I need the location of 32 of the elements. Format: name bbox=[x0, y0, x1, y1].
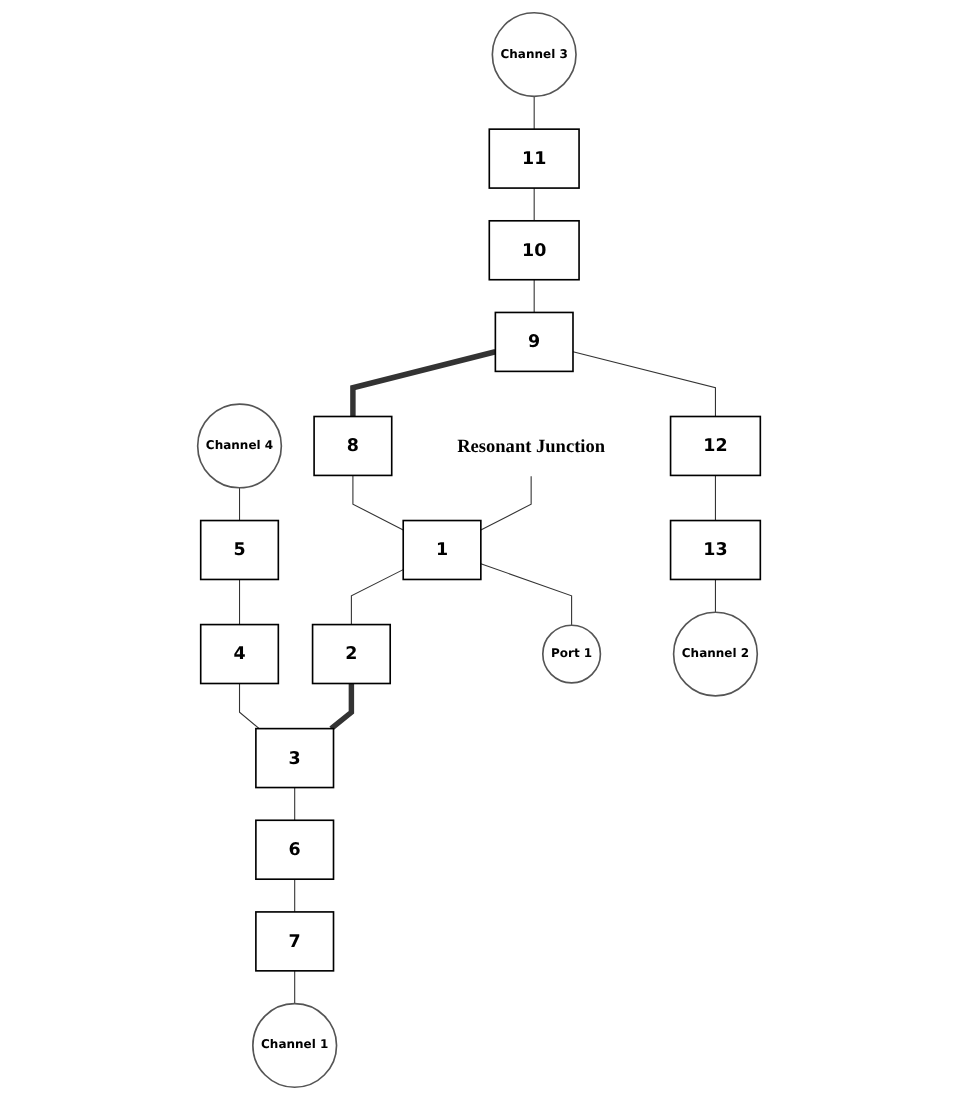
node-box: 13 bbox=[669, 519, 762, 581]
connector bbox=[533, 279, 535, 313]
connector bbox=[714, 474, 716, 522]
connector bbox=[572, 351, 716, 418]
connector bbox=[533, 187, 535, 222]
connector bbox=[350, 569, 404, 626]
connector bbox=[238, 682, 260, 730]
connector bbox=[329, 683, 355, 731]
node-text: Resonant Junction bbox=[457, 435, 606, 457]
connector bbox=[480, 563, 573, 626]
node-box: 7 bbox=[255, 911, 335, 972]
node-box: 12 bbox=[669, 415, 762, 477]
node-box: 3 bbox=[255, 727, 335, 789]
connector bbox=[533, 95, 535, 130]
node-box: 2 bbox=[311, 623, 391, 685]
node-box: 8 bbox=[313, 415, 393, 477]
node-box: 4 bbox=[199, 623, 280, 685]
connector bbox=[294, 878, 296, 913]
connector bbox=[480, 475, 532, 531]
node-box: 11 bbox=[488, 128, 580, 189]
connector bbox=[238, 487, 241, 522]
node-box: 10 bbox=[488, 220, 580, 281]
connector bbox=[352, 474, 404, 531]
connector bbox=[714, 578, 716, 613]
connector bbox=[294, 970, 296, 1005]
node-box: 6 bbox=[255, 819, 335, 880]
connector bbox=[294, 787, 296, 821]
node-box: 1 bbox=[402, 519, 482, 581]
node-box: 9 bbox=[494, 311, 574, 373]
connector bbox=[350, 349, 497, 417]
node-box: 5 bbox=[199, 519, 280, 581]
connector bbox=[238, 578, 241, 626]
